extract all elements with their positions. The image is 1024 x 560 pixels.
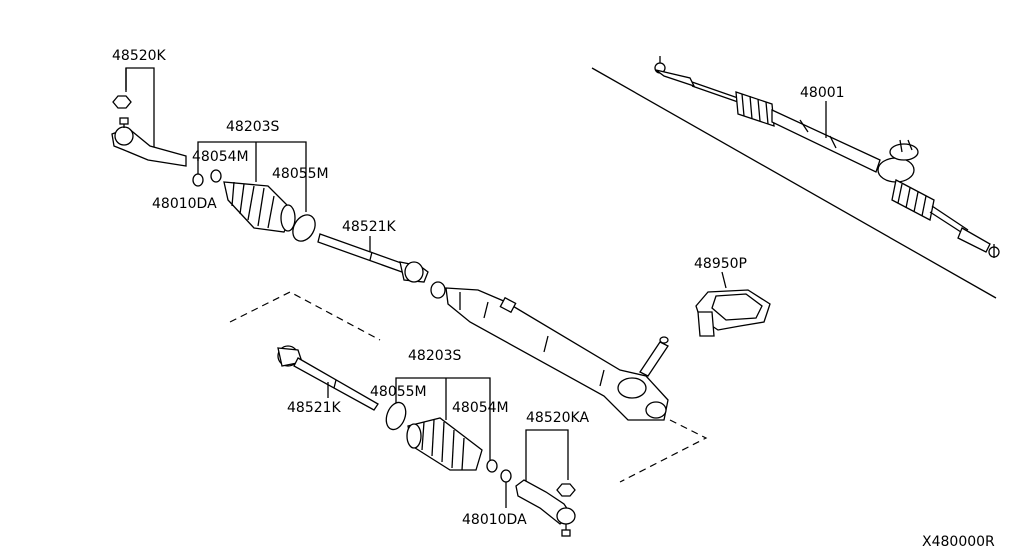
label-grommet: 48950P xyxy=(694,256,747,272)
label-band-upper: 48055M xyxy=(272,166,329,182)
inset-boot-right xyxy=(891,179,935,221)
inset-boot-left xyxy=(735,91,775,127)
label-tie-rod-end-left: 48520K xyxy=(112,48,167,64)
grommet-group: 48950P xyxy=(694,256,771,337)
label-inner-socket-lower: 48521K xyxy=(287,400,342,416)
diagram-code: X480000R xyxy=(922,534,995,550)
label-boot-kit-lower: 48203S xyxy=(408,348,462,364)
tie-rod-end-right-group: 48520KA xyxy=(515,410,589,537)
inset-divider-line xyxy=(591,67,997,299)
label-band-lower: 48055M xyxy=(370,384,427,400)
rack-housing-main xyxy=(430,281,669,421)
boot-kit-lower-group: 48203S 48055M 48054M 48010DA xyxy=(370,348,527,528)
socket-icon xyxy=(404,261,424,283)
label-inner-socket-upper: 48521K xyxy=(342,219,397,235)
inner-socket-upper-group: 48521K xyxy=(317,219,429,283)
band-icon xyxy=(292,214,316,242)
clip-icon xyxy=(210,169,222,183)
inset-pinion-housing xyxy=(877,139,919,183)
boot-upper-icon xyxy=(223,181,296,233)
ring-icon xyxy=(192,173,204,187)
label-nut-lower: 48010DA xyxy=(462,512,527,528)
label-rack-assembly: 48001 xyxy=(800,85,845,101)
label-tie-rod-end-right: 48520KA xyxy=(526,410,589,426)
pinion-shaft xyxy=(639,341,669,377)
label-clip-upper: 48054M xyxy=(192,149,249,165)
boot-lower-icon xyxy=(406,417,483,471)
label-clip-lower: 48054M xyxy=(452,400,509,416)
dashed-frame-left xyxy=(229,291,381,341)
inset-rack-tube xyxy=(771,108,881,173)
label-nut-upper: 48010DA xyxy=(152,196,217,212)
inner-socket-lower-group: 48521K xyxy=(277,345,379,416)
band-lower-icon xyxy=(385,401,407,431)
tie-rod-end-left-group: 48520K xyxy=(111,48,187,167)
nut-icon xyxy=(112,95,132,109)
label-boot-kit-upper: 48203S xyxy=(226,119,280,135)
ring-lower-icon xyxy=(500,469,512,483)
dashed-frame-right xyxy=(619,419,708,483)
rack-assembly-inset: 48001 xyxy=(591,56,1000,299)
nut-right-icon xyxy=(556,483,576,497)
boot-kit-upper-group: 48203S 48054M 48055M 48010DA xyxy=(152,119,329,242)
clip-lower-icon xyxy=(486,459,498,473)
